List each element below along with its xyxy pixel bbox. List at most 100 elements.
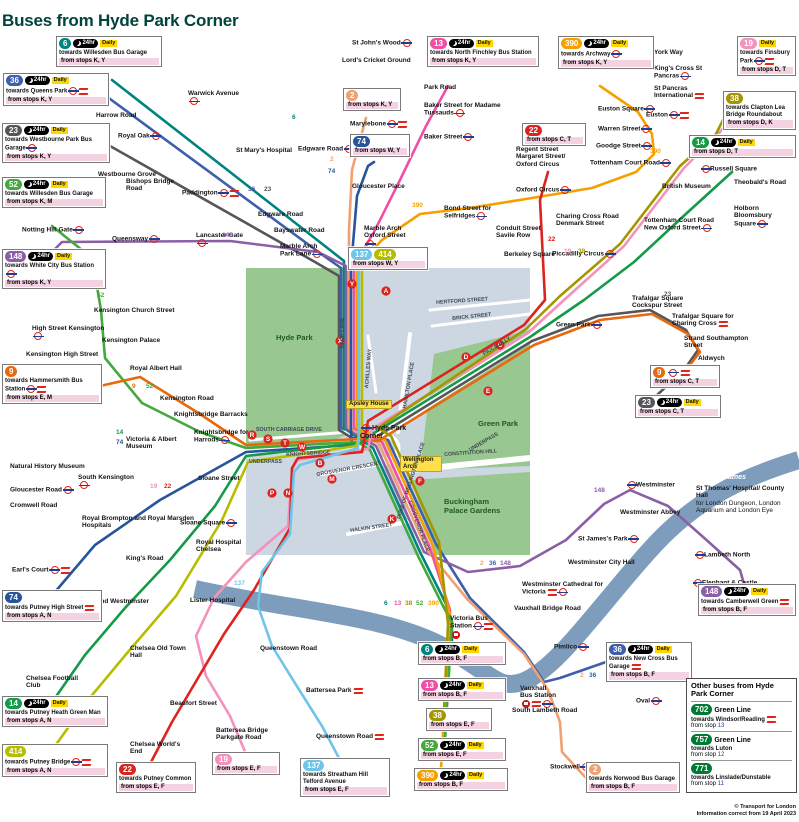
route-74-line (53, 160, 376, 594)
street-label: PARK LANE (340, 317, 346, 348)
moon-icon (660, 400, 665, 405)
national-rail-icon (767, 716, 776, 723)
hyde-park-corner-label: Hyde Park Corner (360, 424, 414, 441)
place-label: Kensington Palace (102, 337, 161, 344)
route-badge: 36 (609, 644, 626, 655)
24hr-badge: 24hr (448, 39, 474, 48)
place-label: Kensington High Street (26, 351, 99, 358)
route-number-marker: 14 (116, 429, 124, 436)
route-number-marker: 2 (330, 156, 334, 163)
from-stops-label: from stops C, T (638, 409, 718, 417)
towards-label: towards Willesden Bus Garage (59, 50, 147, 56)
moon-icon (587, 41, 592, 46)
underground-roundel-icon (700, 165, 712, 173)
24hr-text: 24hr (665, 399, 679, 405)
24hr-badge: 24hr (440, 771, 466, 780)
buckingham-palace-gardens-label: Buckingham Palace Gardens (444, 497, 501, 515)
route-badge: 23 (638, 397, 655, 408)
underground-roundel-icon (694, 551, 706, 559)
label-text: Piccadilly Circus (552, 250, 605, 258)
badge-row: 22 (525, 125, 583, 136)
national-rail-icon (632, 663, 641, 670)
route-number-marker: 137 (234, 580, 245, 587)
badge-row: 74 (5, 592, 99, 603)
date-line: Information correct from 19 April 2023 (696, 811, 796, 818)
daily-badge: Daily (50, 126, 68, 135)
daily-badge: Daily (683, 398, 701, 407)
place-label: York Way (654, 49, 683, 56)
underground-roundel-icon (650, 697, 662, 705)
place-label: St James's Park (578, 535, 640, 543)
daily-badge: Daily (475, 39, 493, 48)
route-badge: 148 (701, 586, 723, 597)
route-badge: 14 (5, 698, 22, 709)
daily-badge: Daily (50, 180, 68, 189)
place-label: Park Road (424, 84, 457, 91)
daily-badge: Daily (654, 645, 672, 654)
24hr-text: 24hr (457, 40, 471, 46)
route-number-marker: 36 (589, 672, 597, 679)
svg-text:X: X (338, 338, 343, 345)
place-label: Paddington (182, 189, 239, 197)
24hr-text: 24hr (448, 742, 462, 748)
24hr-text: 24hr (37, 253, 51, 259)
place-label: Royal Hospital Chelsea (196, 539, 242, 554)
place-label: Warwick Avenue (188, 90, 244, 106)
route-badge: 36 (6, 75, 23, 86)
24hr-text: 24hr (448, 682, 462, 688)
river-thames-label: River Thames (284, 590, 330, 597)
stop-number: 13 (717, 722, 725, 729)
label-text: Lancaster Gate (196, 232, 243, 239)
route-number-marker: 148 (222, 232, 233, 239)
24hr-badge: 24hr (627, 645, 653, 654)
underground-roundel-icon (667, 368, 679, 377)
national-rail-icon (680, 112, 689, 119)
place-label: St John's Wood (352, 39, 413, 47)
from-stop-label: from stop 11 (691, 781, 792, 787)
towards-label: towards Finsbury Park (740, 50, 793, 66)
svg-text:K: K (390, 516, 395, 523)
24hr-text: 24hr (32, 181, 46, 187)
place-label: Theobald's Road (734, 179, 787, 186)
underground-roundel-icon (67, 87, 79, 95)
route-number-marker: 390 (412, 202, 423, 209)
underground-roundel-icon (5, 270, 17, 279)
national-rail-icon (484, 623, 493, 630)
buckingham-palace-gardens-shape (412, 472, 530, 555)
from-stops-label: from stops C, T (653, 379, 717, 387)
towards-label: towards Archway (561, 50, 651, 59)
towards-label: towards Putney High Street (5, 604, 99, 612)
route-number-marker: 22 (548, 236, 556, 243)
route-number-marker: 19 (564, 248, 572, 255)
underground-roundel-icon (628, 535, 640, 543)
towards-label: towards Streatham Hill Telford Avenue (303, 772, 369, 786)
route-number-marker: 13 (394, 600, 402, 607)
svg-text:S: S (266, 436, 271, 443)
underground-roundel-icon (591, 321, 603, 329)
bus-stop-letter: D (461, 352, 471, 362)
underground-roundel-icon (32, 332, 44, 341)
place-label: Earl's Court (12, 566, 70, 574)
route-number-marker: 19 (150, 483, 158, 490)
from-stops-label: from stops D, T (740, 66, 793, 75)
place-label: King's Cross St Pancras (654, 65, 720, 81)
from-stops-label: from stops E, F (429, 722, 489, 730)
bus-stop-letter: S (263, 434, 273, 444)
towards-label: towards White City Bus Station (5, 263, 103, 279)
bus-stop-letter: E (483, 386, 493, 396)
bus-stop-letter: R (247, 430, 257, 440)
svg-text:F: F (418, 478, 422, 485)
label-text: Marble Arch Park Lane (280, 243, 318, 259)
route-number-marker: 6 (292, 114, 296, 121)
place-label: Tottenham Court Road (590, 159, 672, 167)
towards-label: towards Willesden Bus Garage (5, 191, 93, 197)
